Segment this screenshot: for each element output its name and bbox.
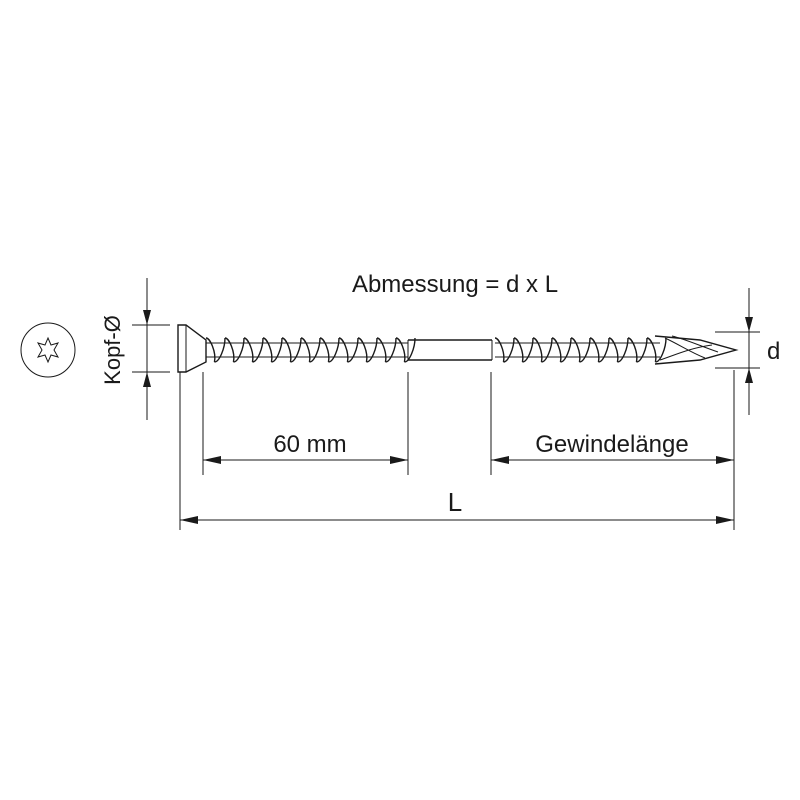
lower-thread [494, 337, 667, 363]
fixed-length-dimension: 60 mm [203, 431, 408, 464]
fixed-length-label: 60 mm [273, 431, 346, 458]
smooth-shank [407, 339, 493, 361]
dimension-formula: Abmessung = d x L [352, 271, 558, 298]
total-length-dimension: L [180, 487, 734, 524]
thread-length-dimension: Gewindelänge [491, 431, 734, 464]
torx-drive-icon [20, 322, 76, 378]
screw-body [177, 324, 739, 373]
upper-thread [205, 337, 416, 363]
head-diameter-label: Kopf-Ø [100, 315, 125, 385]
total-length-label: L [448, 487, 462, 517]
diameter-dimension: d [715, 288, 780, 415]
thread-length-label: Gewindelänge [535, 431, 688, 458]
head-diameter-dimension: Kopf-Ø [100, 278, 170, 420]
diameter-label: d [767, 338, 780, 365]
